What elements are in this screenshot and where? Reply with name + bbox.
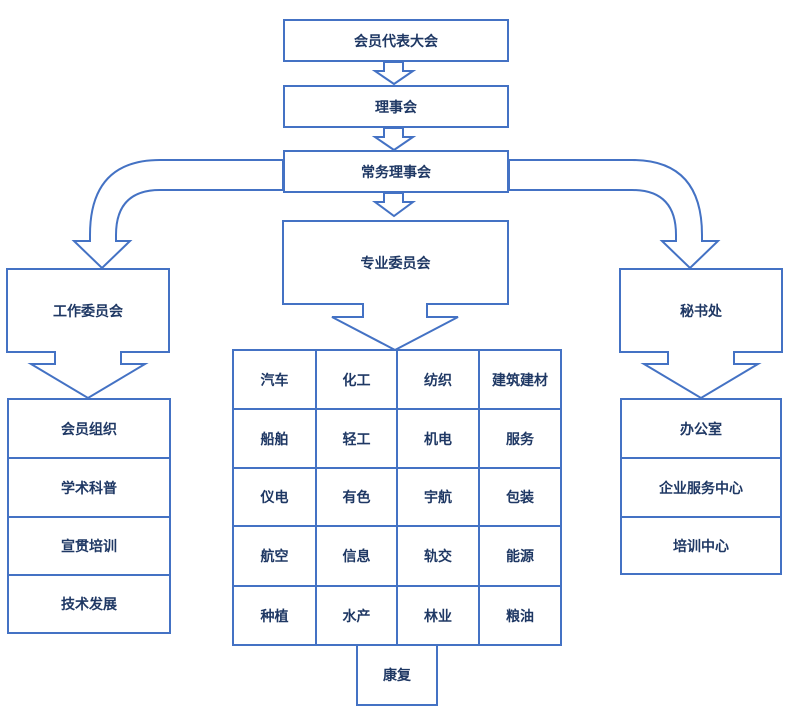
work-committee-item: 技术发展 (7, 574, 171, 634)
secretariat-item: 企业服务中心 (620, 457, 782, 518)
professional-committee-item: 轨交 (396, 525, 480, 587)
work-committee-item: 宣贯培训 (7, 516, 171, 576)
professional-committee-item: 粮油 (478, 585, 562, 646)
arrow-council-to-standing (371, 127, 417, 152)
professional-committee-item: 轻工 (315, 408, 398, 469)
professional-committee-item: 能源 (478, 525, 562, 587)
professional-committee-item: 船舶 (232, 408, 317, 469)
arrow-professional-committee-block (282, 220, 509, 352)
node-members-assembly: 会员代表大会 (283, 19, 509, 62)
professional-committee-item: 汽车 (232, 349, 317, 410)
professional-committee-item: 建筑建材 (478, 349, 562, 410)
professional-committee-item: 航空 (232, 525, 317, 587)
work-committee-item: 会员组织 (7, 398, 171, 459)
node-council: 理事会 (283, 85, 509, 128)
professional-committee-item: 仪电 (232, 467, 317, 527)
professional-committee-item: 机电 (396, 408, 480, 469)
arrow-standing-to-professional (371, 192, 417, 218)
professional-committee-item: 康复 (356, 644, 438, 706)
professional-committee-item: 林业 (396, 585, 480, 646)
arrow-standing-to-secretariat (508, 159, 721, 270)
professional-committee-item: 服务 (478, 408, 562, 469)
node-secretariat-label: 秘书处 (680, 303, 722, 320)
arrow-work-committee-block (6, 268, 170, 400)
professional-committee-item: 包装 (478, 467, 562, 527)
arrow-secretariat-block (619, 268, 783, 400)
professional-committee-item: 纺织 (396, 349, 480, 410)
secretariat-item: 培训中心 (620, 516, 782, 575)
node-standing-council: 常务理事会 (283, 150, 509, 193)
node-work-committee-label: 工作委员会 (53, 303, 123, 320)
professional-committee-item: 宇航 (396, 467, 480, 527)
professional-committee-item: 种植 (232, 585, 317, 646)
secretariat-item: 办公室 (620, 398, 782, 459)
work-committee-item: 学术科普 (7, 457, 171, 518)
professional-committee-item: 信息 (315, 525, 398, 587)
professional-committee-item: 有色 (315, 467, 398, 527)
node-professional-committee-label: 专业委员会 (360, 255, 431, 272)
professional-committee-item: 化工 (315, 349, 398, 410)
arrow-assembly-to-council (371, 61, 417, 86)
arrow-standing-to-work-committee (71, 159, 284, 270)
professional-committee-item: 水产 (315, 585, 398, 646)
